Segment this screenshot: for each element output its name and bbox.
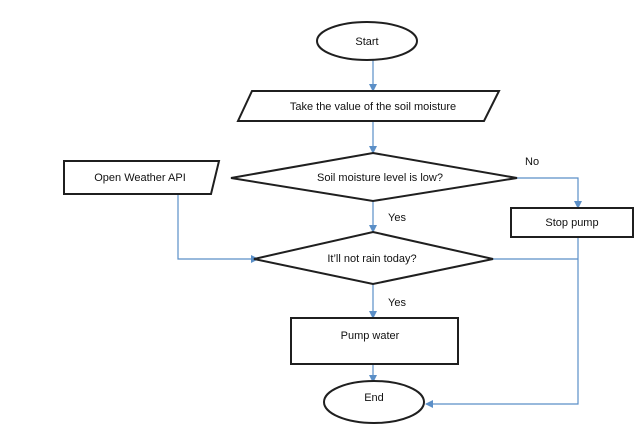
stop-pump-node: Stop pump: [510, 207, 634, 238]
moisture-decision-node: Soil moisture level is low?: [230, 151, 518, 203]
connector-api-to-rain-decision: [177, 194, 259, 263]
pump-water-label: Pump water: [341, 330, 400, 342]
rain-decision-node: It’ll not rain today?: [253, 230, 494, 286]
connector-stop-pump-to-end: [425, 237, 579, 408]
end-label: End: [364, 392, 384, 404]
pump-water-node: Pump water: [290, 317, 459, 365]
edge-label-no: No: [525, 156, 539, 168]
input-label: Take the value of the soil moisture: [290, 101, 456, 113]
start-node: Start: [316, 21, 418, 61]
connector-no-to-stop-pump: [517, 177, 582, 209]
edge-label-yes-rain: Yes: [388, 297, 406, 309]
rain-decision-label: It’ll not rain today?: [327, 253, 416, 265]
end-node: End: [323, 380, 425, 424]
weather-api-node: Open Weather API: [63, 160, 221, 195]
moisture-decision-label: Soil moisture level is low?: [317, 172, 443, 184]
stop-pump-label: Stop pump: [545, 217, 598, 229]
edge-label-yes-moisture: Yes: [388, 212, 406, 224]
connectors: [177, 60, 582, 408]
start-label: Start: [355, 36, 378, 48]
input-node: Take the value of the soil moisture: [236, 90, 501, 122]
weather-api-label: Open Weather API: [94, 172, 186, 184]
